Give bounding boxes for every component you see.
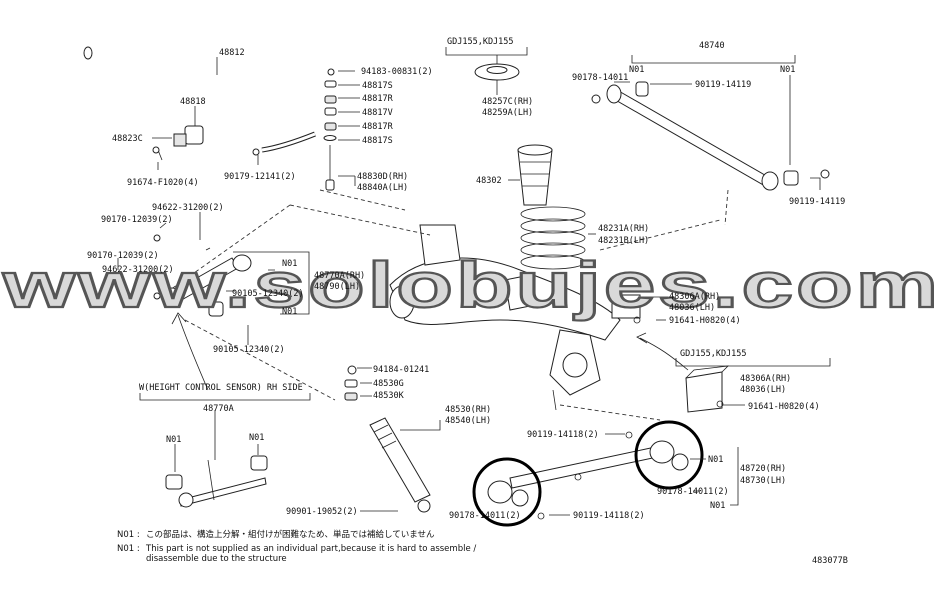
label-48790-lh[interactable]: 48790(LH) (314, 282, 360, 292)
label-n01-c: N01 (282, 259, 297, 269)
label-94184-01241[interactable]: 94184-01241 (373, 365, 429, 375)
label-n01-d: N01 (282, 307, 297, 317)
stabilizer-bar-drawing (83, 46, 331, 161)
label-48306a-rh-a[interactable]: 48306A(RH) (669, 292, 720, 302)
label-91674-f1020[interactable]: 91674-F1020(4) (127, 178, 199, 188)
label-48257c[interactable]: 48257C(RH) (482, 97, 533, 107)
note-jp-text: この部品は、構造上分解・組付けが困難なため、単品では補給していません (146, 529, 435, 540)
upper-control-arm-drawing (113, 234, 252, 317)
label-n01-b: N01 (780, 65, 795, 75)
label-90178-14011-bottom[interactable]: 90178-14011(2) (449, 511, 521, 521)
shock-absorber-drawing (344, 365, 431, 513)
label-90119-14119-top[interactable]: 90119-14119 (695, 80, 751, 90)
label-48530k[interactable]: 48530K (373, 391, 405, 401)
label-48830d[interactable]: 48830D(RH) (357, 172, 408, 182)
label-n01-g: N01 (708, 455, 723, 465)
label-n01-a: N01 (629, 65, 644, 75)
part-labels: 48812 48818 48823C 91674-F1020(4) 90179-… (87, 37, 845, 521)
label-48231b[interactable]: 48231B(LH) (598, 236, 649, 246)
lower-control-arm-drawing (472, 420, 704, 527)
label-48740[interactable]: 48740 (699, 41, 725, 51)
height-sensor-drawing (165, 455, 268, 508)
bump-stopper-drawing (633, 316, 730, 413)
label-n01-f: N01 (249, 433, 264, 443)
label-90179-12141[interactable]: 90179-12141(2) (224, 172, 296, 182)
label-48770a[interactable]: 48770A (203, 404, 234, 414)
label-48770a-rh[interactable]: 48770A(RH) (314, 271, 365, 281)
footnotes: N01 : この部品は、構造上分解・組付けが困難なため、単品では補給していません… (117, 529, 848, 566)
label-94622-31200-a[interactable]: 94622-31200(2) (152, 203, 224, 213)
label-90178-14011-mid[interactable]: 90178-14011(2) (657, 487, 729, 497)
label-48720-rh[interactable]: 48720(RH) (740, 464, 786, 474)
label-90170-12039-a[interactable]: 90170-12039(2) (101, 215, 173, 225)
label-91641-h0820-b[interactable]: 91641-H0820(4) (748, 402, 820, 412)
label-48231a[interactable]: 48231A(RH) (598, 224, 649, 234)
label-n01-h: N01 (710, 501, 725, 511)
label-48306a-rh-b[interactable]: 48306A(RH) (740, 374, 791, 384)
note-en-text-line2: disassemble due to the structure (146, 554, 287, 564)
diagram-id: 483077B (812, 556, 848, 566)
label-90901-19052[interactable]: 90901-19052(2) (286, 507, 358, 517)
label-48530g[interactable]: 48530G (373, 379, 404, 389)
label-90105-12340-b[interactable]: 90105-12340(2) (213, 345, 285, 355)
label-48036-lh-b[interactable]: 48036(LH) (740, 385, 786, 395)
spring-assembly-drawing (474, 63, 586, 270)
label-48540-lh[interactable]: 48540(LH) (445, 416, 491, 426)
label-48530-rh[interactable]: 48530(RH) (445, 405, 491, 415)
label-48812[interactable]: 48812 (219, 48, 245, 58)
note-jp-key: N01 : (117, 530, 140, 540)
label-90119-14118-mid[interactable]: 90119-14118(2) (527, 430, 599, 440)
note-en-key: N01 : (117, 544, 140, 554)
label-48817s-bottom[interactable]: 48817S (362, 136, 393, 146)
label-90178-14011-top[interactable]: 90178-14011 (572, 73, 628, 83)
label-48818[interactable]: 48818 (180, 97, 206, 107)
label-48730-lh[interactable]: 48730(LH) (740, 476, 786, 486)
label-gdj155-right: GDJ155,KDJ155 (680, 349, 747, 359)
label-90105-12340-a[interactable]: 90105-12340(2) (232, 289, 304, 299)
watermark-text: www.solobujes.com (2, 249, 941, 321)
label-48036-lh-a[interactable]: 48036(LH) (669, 303, 715, 313)
label-94183-00831[interactable]: 94183-00831(2) (361, 67, 433, 77)
label-48817r-bottom[interactable]: 48817R (362, 122, 394, 132)
note-en-text-line1: This part is not supplied as an individu… (145, 544, 476, 554)
label-90119-14118-bottom[interactable]: 90119-14118(2) (573, 511, 645, 521)
label-48817r-top[interactable]: 48817R (362, 94, 394, 104)
stabilizer-link-drawing (323, 68, 337, 191)
label-48302[interactable]: 48302 (476, 176, 502, 186)
label-48823c[interactable]: 48823C (112, 134, 143, 144)
label-gdj155-top: GDJ155,KDJ155 (447, 37, 514, 47)
label-n01-e: N01 (166, 435, 181, 445)
label-91641-h0820-a[interactable]: 91641-H0820(4) (669, 316, 741, 326)
leader-lines (117, 47, 831, 516)
label-48817v[interactable]: 48817V (362, 108, 393, 118)
label-48259a[interactable]: 48259A(LH) (482, 108, 533, 118)
label-height-sensor-title: W(HEIGHT CONTROL SENSOR) RH SIDE (139, 383, 303, 393)
label-94622-31200-b[interactable]: 94622-31200(2) (102, 265, 174, 275)
label-90119-14119-right[interactable]: 90119-14119 (789, 197, 845, 207)
lateral-control-rod-drawing (591, 81, 830, 191)
label-48817s-top[interactable]: 48817S (362, 81, 393, 91)
label-48840a[interactable]: 48840A(LH) (357, 183, 408, 193)
label-90170-12039-b[interactable]: 90170-12039(2) (87, 251, 159, 261)
